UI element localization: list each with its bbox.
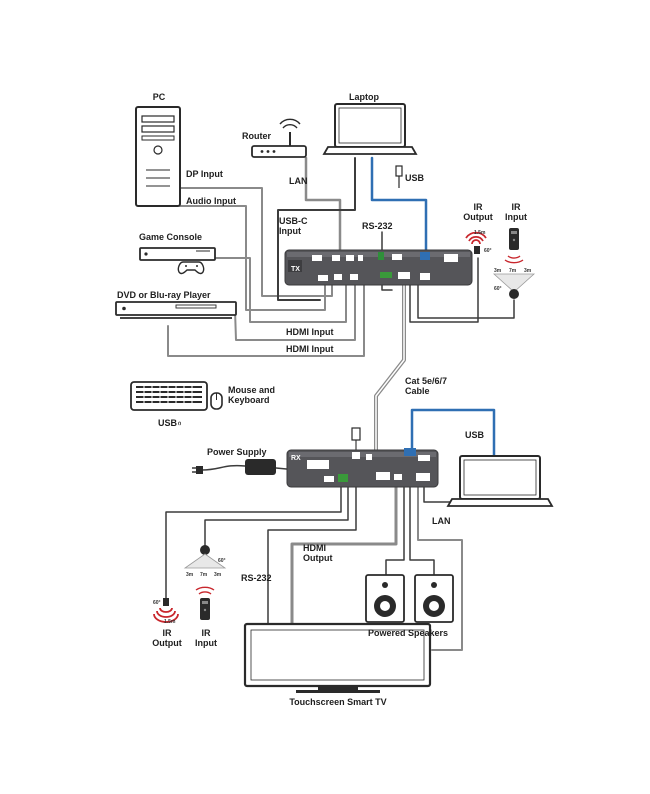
mouse [210, 392, 223, 410]
router-lan-cable [304, 156, 342, 254]
ir-input-bottom-label: IR Input [195, 628, 217, 648]
ir-top-cables [409, 257, 479, 323]
tx-device: TX [284, 249, 473, 286]
top-receiver-d2: 7m [509, 268, 517, 274]
tv-usb-cable [417, 485, 463, 651]
ir-bottom-cables [165, 485, 342, 599]
bottom-receiver-d2: 7m [200, 572, 208, 578]
ir-output-top-label: IR Output [463, 202, 493, 222]
rx-tag: RX [291, 455, 301, 462]
ir-remote-top [504, 228, 524, 264]
hdmi-output-cable [290, 484, 398, 630]
bottom-receiver-d3: 3m [214, 572, 222, 578]
usb-c-cable [277, 157, 356, 301]
rx-device: RX [286, 448, 439, 488]
game-console-hdmi-cable [214, 257, 347, 323]
speaker-cables [385, 485, 405, 576]
top-receiver-d1: 3m [494, 268, 502, 274]
ir-emitter-bottom: 60° 1.5m [153, 598, 179, 625]
game-console [139, 247, 216, 275]
tx-tag: TX [291, 266, 300, 273]
bottom-emitter-distance: 1.5m [164, 619, 176, 625]
ir-bottom-cables-2 [204, 485, 349, 547]
laptop-top-label: Laptop [349, 92, 379, 102]
ir-output-bottom-label: IR Output [152, 628, 182, 648]
dvd-hdmi-cable [234, 281, 356, 341]
speaker-cables-2 [409, 485, 435, 576]
rs232-top-label: RS-232 [362, 221, 393, 231]
laptop-top [322, 103, 418, 155]
router [251, 118, 307, 158]
ir-input-top-label: IR Input [505, 202, 527, 222]
usb-rx-label: USB [465, 430, 485, 440]
ir-remote-bottom [195, 586, 215, 620]
powered-speakers-label: Powered Speakers [367, 628, 449, 638]
dp-input-cable [179, 187, 333, 297]
dvd-hdmi-cable-2 [167, 281, 365, 357]
top-emitter-angle: 60° [484, 248, 492, 254]
audio-input-cable [179, 205, 326, 311]
rs232-bottom-label: RS-232 [241, 573, 272, 583]
laptop-rx [446, 455, 554, 507]
usb-top-cable [370, 156, 428, 254]
pc-tower [135, 106, 181, 207]
touchscreen-tv [243, 622, 432, 693]
hdmi-input-label-2: HDMI Input [286, 344, 334, 354]
ir-emitter-top: 1.5m 60° [465, 230, 492, 254]
bottom-emitter-angle: 60° [153, 600, 161, 606]
usb-keyboard-label: USB [158, 418, 178, 428]
dp-input-label: DP Input [186, 169, 223, 179]
rs232-bottom-cable [267, 485, 357, 641]
cat-cable-label: Cat 5e/6/7 Cable [405, 376, 448, 396]
lan-rx-label: LAN [432, 516, 451, 526]
ir-receiver-top: 3m 7m 3m 60° [492, 268, 536, 299]
power-cable [201, 464, 246, 471]
hdmi-output-label: HDMI Output [303, 543, 333, 563]
cat-cable [374, 280, 406, 470]
hdmi-input-label-1: HDMI Input [286, 327, 334, 337]
usb-keyboard-tail: ი [178, 421, 181, 427]
audio-input-label: Audio Input [186, 196, 236, 206]
usb-rx-cable [410, 408, 496, 462]
top-emitter-distance: 1.5m [474, 230, 486, 236]
lan-top-label: LAN [289, 176, 308, 186]
touchscreen-tv-label: Touchscreen Smart TV [289, 697, 387, 707]
gamepad-icon [177, 261, 205, 275]
usb-plug-top [395, 165, 403, 188]
mouse-keyboard-label: Mouse and Keyboard [228, 385, 276, 405]
usb-plug-keyboard [351, 427, 361, 441]
usb-top-label: USB [405, 173, 425, 183]
bottom-receiver-angle: 60° [218, 558, 226, 564]
top-receiver-d3: 3m [524, 268, 532, 274]
top-receiver-angle: 60° [494, 286, 502, 292]
dvd-player [115, 301, 237, 319]
pc-label: PC [152, 92, 166, 102]
speaker-left [365, 574, 405, 623]
ir-receiver-bottom: 3m 7m 3m 60° [183, 545, 227, 578]
keyboard [130, 381, 208, 411]
dvd-player-label: DVD or Blu-ray Player [117, 290, 211, 300]
power-supply [192, 459, 276, 475]
usb-c-input-label: USB-C Input [279, 216, 308, 236]
game-console-label: Game Console [139, 232, 203, 242]
ir-top-cables-2 [417, 281, 515, 319]
speaker-right [414, 574, 454, 623]
bottom-receiver-d1: 3m [186, 572, 194, 578]
router-label: Router [242, 131, 271, 141]
power-supply-label: Power Supply [207, 447, 267, 457]
